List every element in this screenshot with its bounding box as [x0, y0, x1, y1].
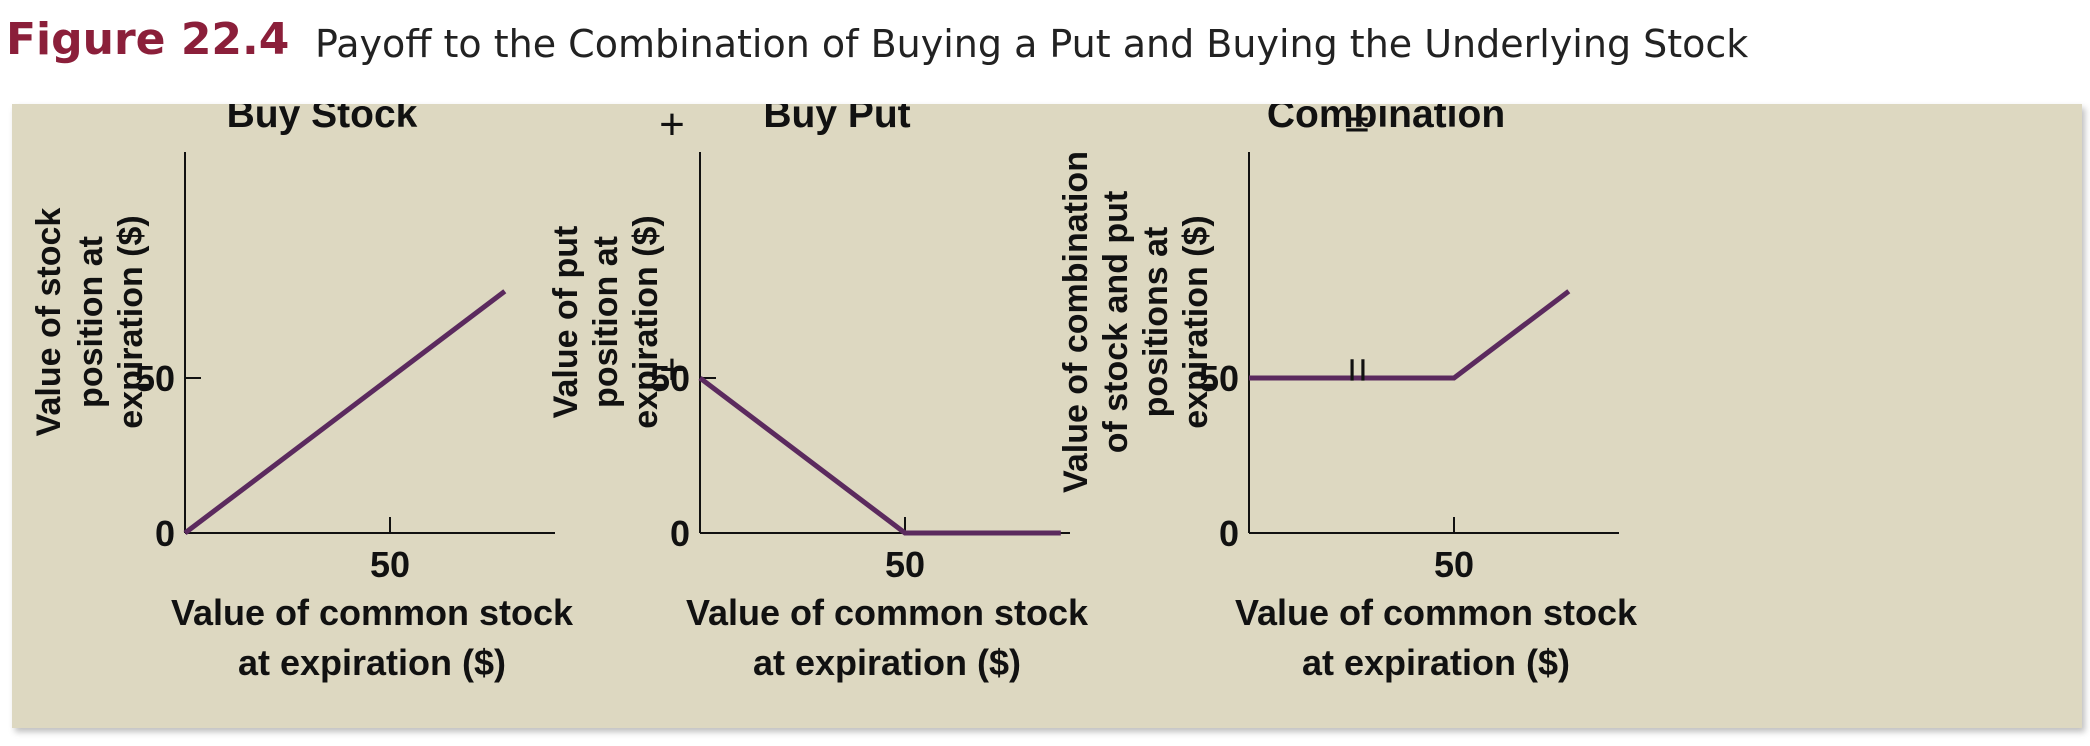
- x-tick-label: 50: [1434, 544, 1474, 585]
- y-tick-label: 0: [670, 513, 690, 554]
- x-axis-label-line: Value of common stock: [686, 592, 1089, 633]
- y-axis-label-line: expiration ($): [112, 215, 150, 428]
- figure-header: Figure 22.4 Payoff to the Combination of…: [0, 0, 2090, 100]
- y-axis-label-line: Value of combination: [1057, 151, 1095, 493]
- y-axis-label-line: position at: [72, 236, 110, 408]
- x-axis-label-line: at expiration ($): [753, 642, 1021, 683]
- figure-caption: Payoff to the Combination of Buying a Pu…: [315, 22, 1749, 66]
- x-axis-label-line: Value of common stock: [171, 592, 574, 633]
- payoff-line: [1249, 289, 1571, 381]
- plus-operator: +: [659, 104, 685, 149]
- payoff-line: [183, 289, 507, 535]
- y-axis-label-line: positions at: [1137, 227, 1175, 418]
- y-axis-label-line: Value of put: [547, 226, 585, 419]
- x-axis-label-line: Value of common stock: [1235, 592, 1638, 633]
- y-tick-label: 50: [135, 358, 175, 399]
- y-tick-label: 50: [650, 358, 690, 399]
- y-axis-label-line: expiration ($): [1177, 215, 1215, 428]
- y-axis-label-line: of stock and put: [1097, 191, 1135, 454]
- y-tick-label: 0: [1219, 513, 1239, 554]
- equals-operator: =: [1333, 357, 1382, 383]
- figure-label: Figure 22.4: [6, 14, 290, 65]
- chart-title: Combination: [1267, 104, 1505, 136]
- x-axis-label-line: at expiration ($): [238, 642, 506, 683]
- x-tick-label: 50: [885, 544, 925, 585]
- x-tick-label: 50: [370, 544, 410, 585]
- y-tick-label: 0: [155, 513, 175, 554]
- payoff-line: [698, 376, 1061, 536]
- x-axis-label-line: at expiration ($): [1302, 642, 1570, 683]
- chart-title: Buy Stock: [227, 104, 418, 136]
- equals-operator: =: [1344, 104, 1370, 149]
- chart-title: Buy Put: [763, 104, 910, 136]
- y-axis-label-line: Value of stock: [30, 208, 68, 437]
- y-tick-label: 50: [1199, 358, 1239, 399]
- y-axis-label-line: position at: [587, 236, 625, 408]
- plus-operator: +: [659, 345, 685, 394]
- y-axis-label-line: expiration ($): [627, 215, 665, 428]
